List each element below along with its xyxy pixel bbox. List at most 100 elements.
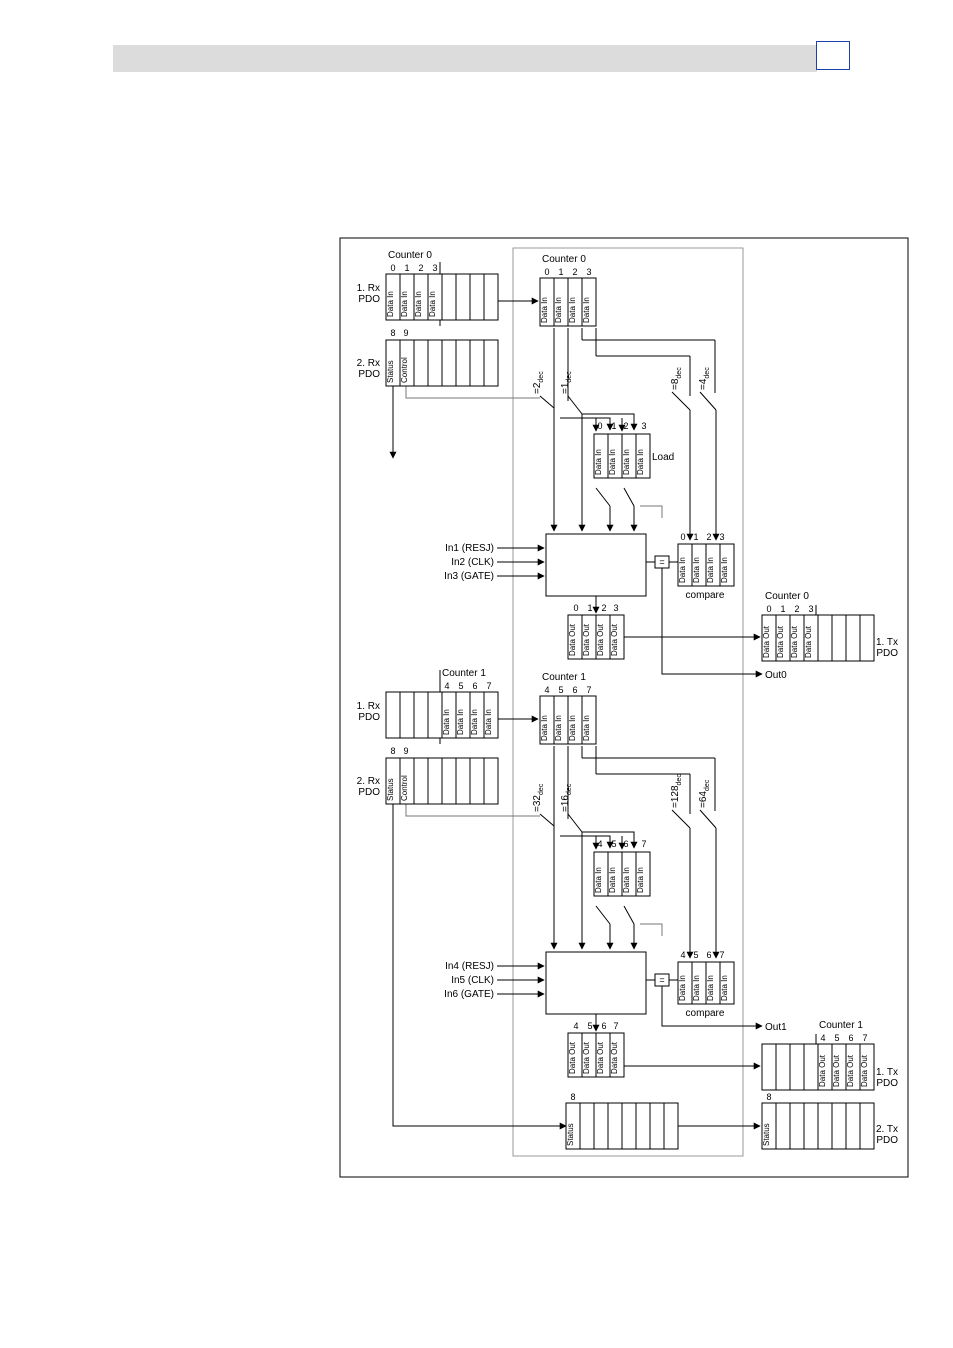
cell-label: Data In [622,867,631,893]
cell-label: Data Out [818,1054,827,1087]
cell-label: Data Out [804,625,813,658]
equal-sign: = [659,557,664,567]
cell-label: Data In [594,449,603,475]
tx-pdo-2-label: 2. Tx [876,1124,898,1135]
index-label: 3 [613,603,618,613]
cell-label: Data In [636,867,645,893]
cell-label: Data Out [568,1041,577,1074]
counter-box [545,951,647,1015]
cell-label: Data Out [610,623,619,656]
rx-pdo-2-label: PDO [358,369,380,380]
index-label: 5 [611,839,616,849]
index-label: 5 [558,685,563,695]
cell-label: Status [386,360,395,383]
index-label: 6 [848,1033,853,1043]
index-label: 0 [573,603,578,613]
index-label: 4 [597,839,602,849]
rx-pdo-2-label: 2. Rx [357,358,380,369]
arrow [582,413,638,431]
switch-label: =32dec [532,783,545,812]
cell-label: Data In [484,709,493,735]
index-label: 8 [390,328,395,338]
cell-label: Data In [540,715,549,741]
index-label: 2 [601,603,606,613]
index-label: 2 [418,263,423,273]
index-label: 6 [706,950,711,960]
index-label: 0 [680,532,685,542]
index-label: 3 [641,421,646,431]
rx-pdo-2-label: PDO [358,787,380,798]
tx-pdo-1-label: PDO [876,1078,898,1089]
cell-label: Data In [582,297,591,323]
input-label: In3 (GATE) [444,571,494,582]
cell-label: Data In [608,867,617,893]
index-label: 2 [572,267,577,277]
index-label: 0 [597,421,602,431]
cell-label: Data In [568,715,577,741]
load-label: Load [652,452,674,463]
index-label: 7 [719,950,724,960]
index-label: 5 [834,1033,839,1043]
arrow [560,417,614,431]
cell-label: Control [400,775,409,801]
index-label: 8 [766,1092,771,1102]
index-label: 7 [586,685,591,695]
equal-box [654,973,670,987]
switch-label: =64dec [698,779,711,808]
cell-label: Data Out [582,623,591,656]
cell-label: Data In [554,297,563,323]
cell-label: Data In [636,449,645,475]
switch-label: =2dec [532,371,545,394]
index-label: 1 [404,263,409,273]
cell-label: Data Out [596,1041,605,1074]
cell-label: Data Out [568,623,577,656]
cell-label: Status [386,778,395,801]
index-label: 5 [587,1021,592,1031]
connector-line [623,905,635,925]
cell-label: Data In [428,291,437,317]
index-label: 6 [472,681,477,691]
rx-pdo-1-label: 1. Rx [357,701,380,712]
index-label: 4 [820,1033,825,1043]
rx-pdo-1-label: PDO [358,712,380,723]
index-label: 0 [766,604,771,614]
out-label: Out1 [765,1022,787,1033]
counter-label: Counter 1 [819,1020,863,1031]
connector-line [640,923,663,936]
counter-label: Counter 1 [442,668,486,679]
connector-line [699,809,717,829]
cell-label: Data In [582,715,591,741]
rx-pdo-2-label: 2. Rx [357,776,380,787]
cell-label: Data In [442,709,451,735]
page-number-box [816,41,850,70]
counter-box [545,533,647,597]
index-label: 6 [572,685,577,695]
cell-label: Data Out [860,1054,869,1087]
arrow [582,831,638,849]
index-label: 4 [544,685,549,695]
tx-pdo-1-label: 1. Tx [876,637,898,648]
index-label: 4 [680,950,685,960]
connector-line [699,391,717,411]
cell-label: Data In [720,975,729,1001]
input-label: In4 (RESJ) [445,961,494,972]
connector-line [595,905,611,925]
cell-label: Data In [594,867,603,893]
cell-label: Data In [568,297,577,323]
index-label: 3 [808,604,813,614]
cell-label: Data In [470,709,479,735]
cell-label: Data In [386,291,395,317]
index-label: 1 [558,267,563,277]
switch-label: =4dec [698,367,711,390]
input-label: In6 (GATE) [444,989,494,1000]
index-label: 0 [390,263,395,273]
connector-line [567,813,583,833]
cell-label: Data Out [596,623,605,656]
index-label: 2 [623,421,628,431]
cell-label: Data In [608,449,617,475]
module-frame [512,247,744,1157]
index-label: 0 [544,267,549,277]
index-label: 7 [486,681,491,691]
rx-pdo-1-label: PDO [358,294,380,305]
cell-label: Control [400,357,409,383]
